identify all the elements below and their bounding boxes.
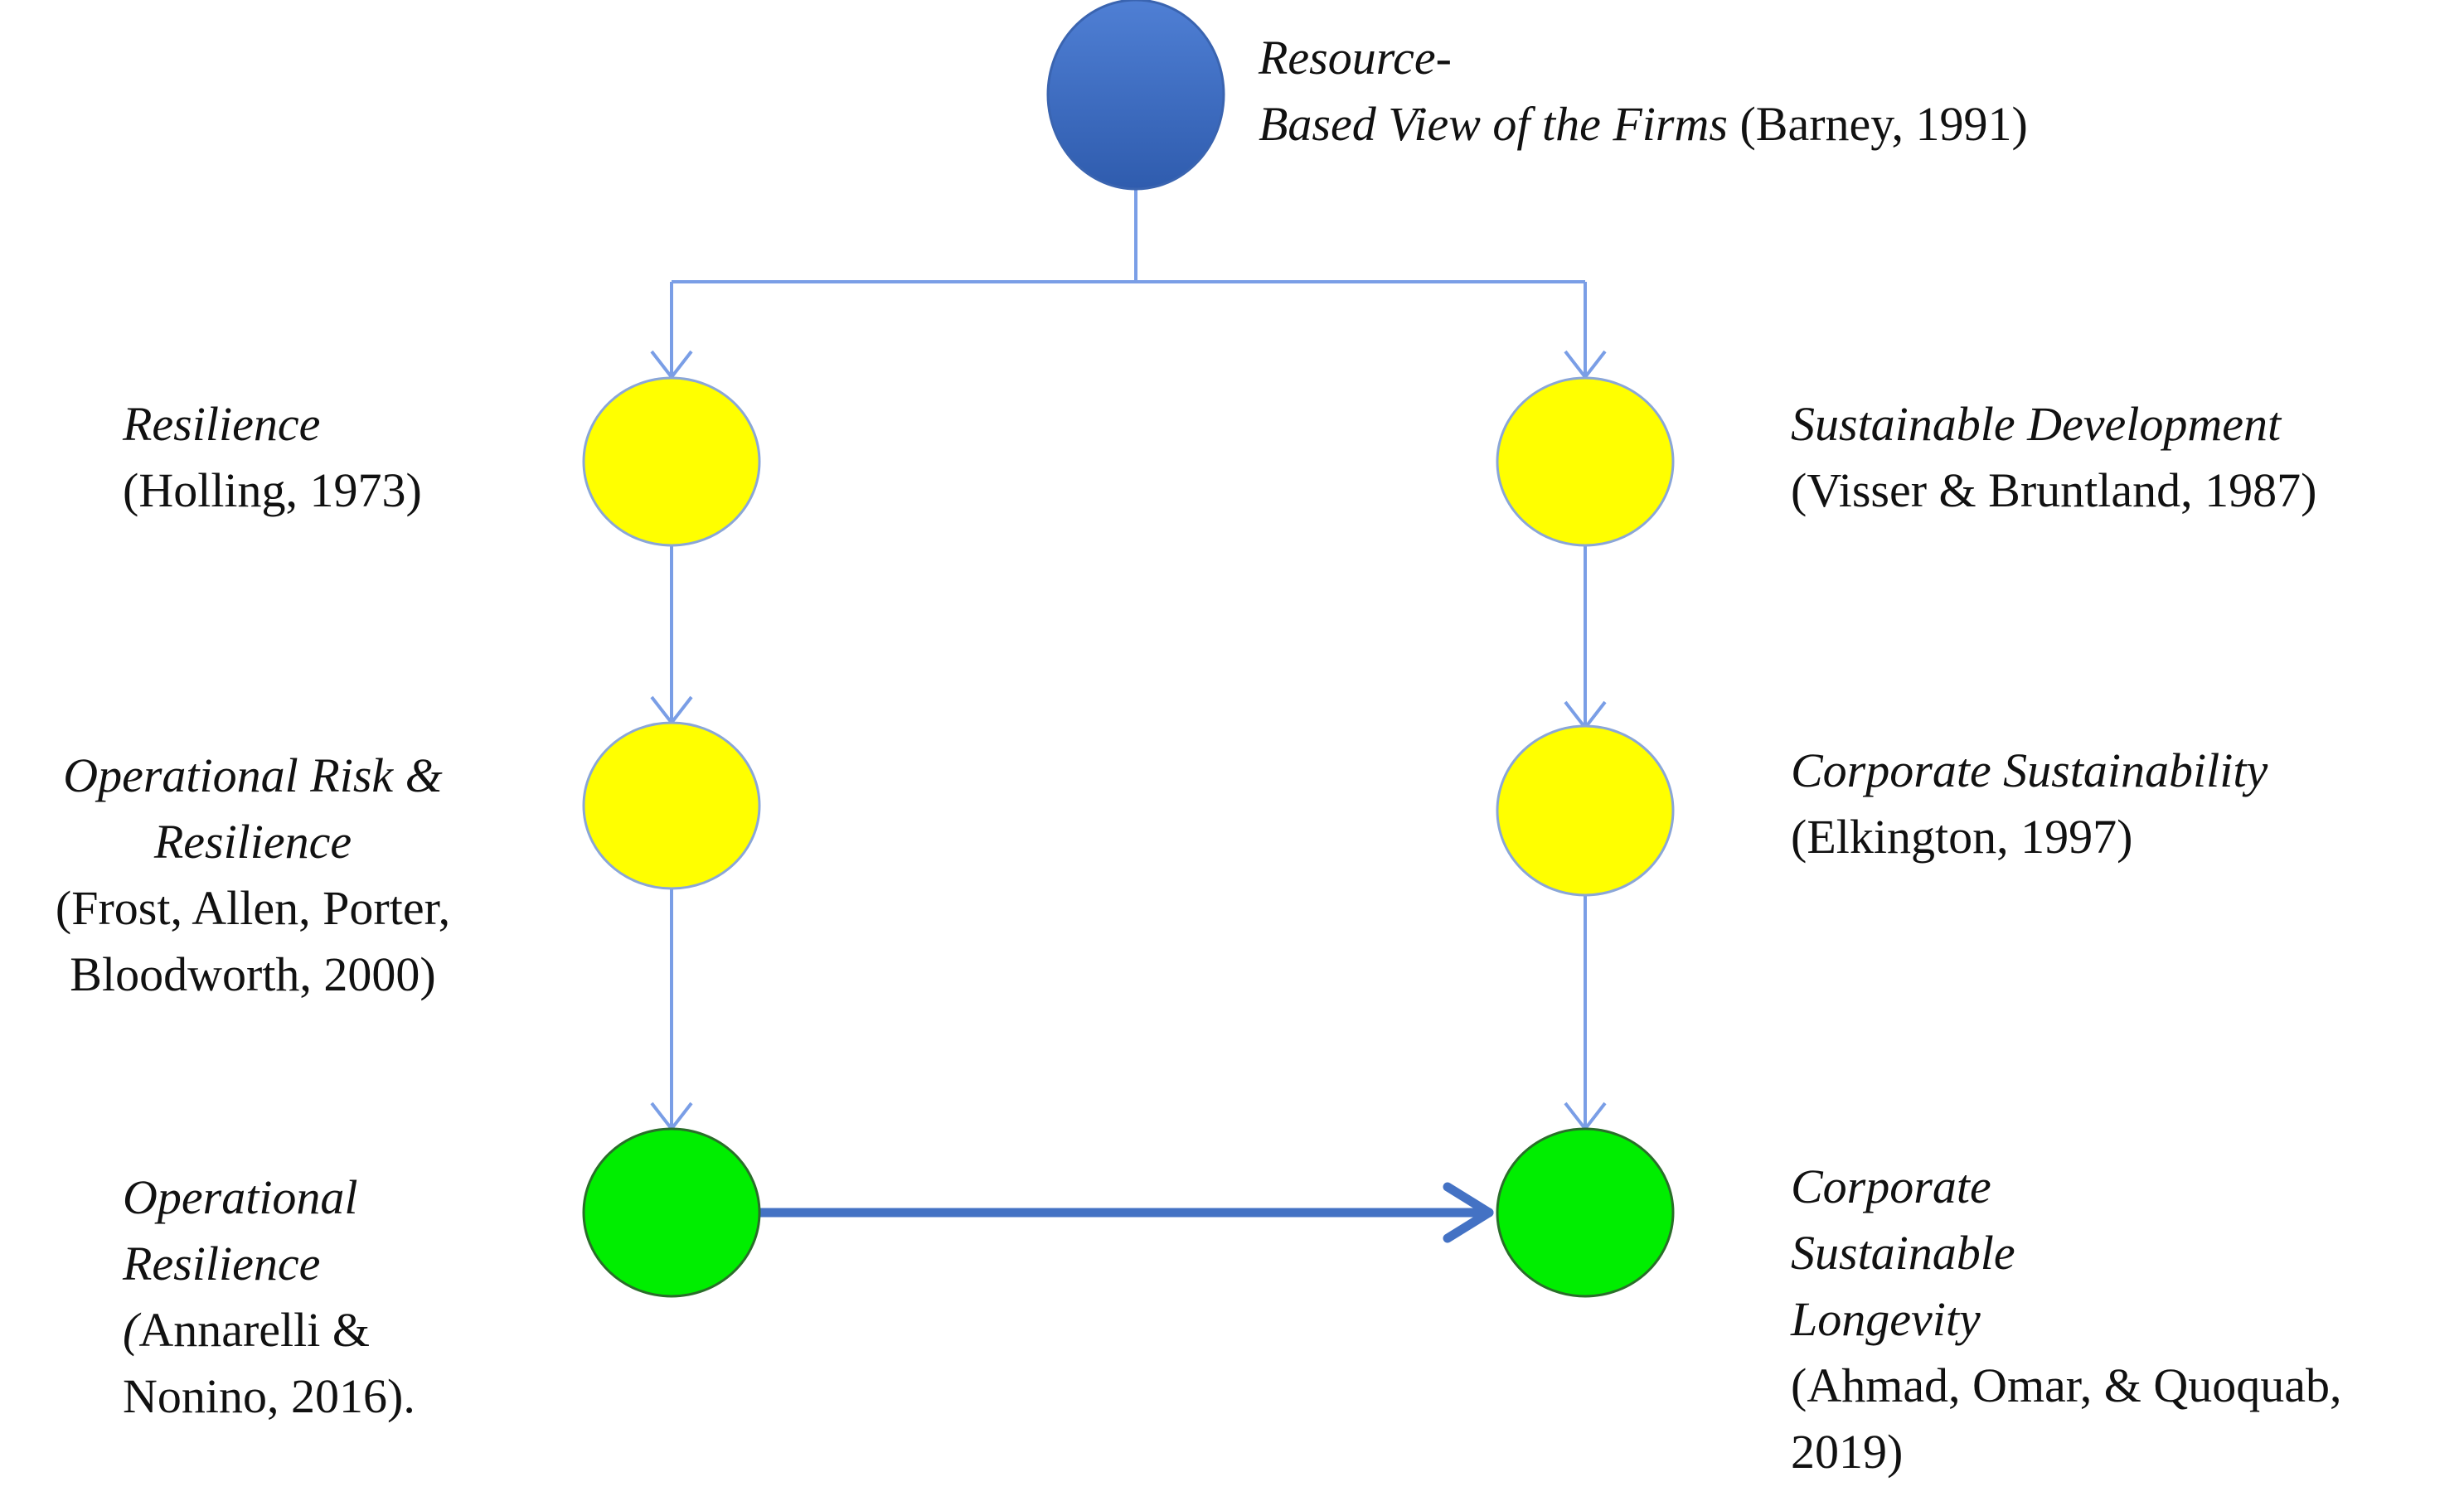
label-left3-title-line2: Resilience: [123, 1237, 321, 1290]
node-left2-operational-risk: [582, 721, 761, 890]
label-left2-citation-line2: Bloodworth, 2000): [70, 947, 436, 1001]
main-arrow-head: [1443, 1182, 1494, 1243]
label-right1-title: Sustainable Development: [1791, 397, 2282, 451]
label-top-title-line1: Resource-: [1259, 31, 1452, 85]
node-left1-resilience: [582, 376, 761, 547]
label-top: Resource- Based View of the Firms (Barne…: [1259, 25, 2028, 157]
label-right2: Corporate Sustainability (Elkington, 199…: [1791, 738, 2268, 870]
label-top-title-line2: Based View of the Firms: [1259, 97, 1728, 151]
label-left3: Operational Resilience (Annarelli & Noni…: [123, 1164, 415, 1430]
label-left2-citation-line1: (Frost, Allen, Porter,: [55, 881, 451, 935]
label-right1: Sustainable Development (Visser & Bruntl…: [1791, 391, 2316, 524]
label-right3-title-line1: Corporate: [1791, 1160, 1991, 1213]
label-left1-citation: (Holling, 1973): [123, 463, 422, 517]
label-left3-title-line1: Operational: [123, 1170, 358, 1224]
connector-lines: [650, 189, 1607, 1132]
main-arrow: [753, 1182, 1494, 1243]
label-right2-citation: (Elkington, 1997): [1791, 810, 2133, 864]
label-right2-title: Corporate Sustainability: [1791, 743, 2268, 797]
label-left2-title-line1: Operational Risk &: [63, 748, 443, 802]
label-right3-title-line3: Longevity: [1791, 1292, 1981, 1346]
node-right2-corporate-sustainability: [1496, 724, 1675, 897]
label-top-citation: (Barney, 1991): [1727, 97, 2028, 151]
node-right3-corporate-sustainable-longevity: [1496, 1127, 1675, 1298]
label-left3-citation-line2: Nonino, 2016).: [123, 1369, 415, 1423]
node-right1-sustainable-development: [1496, 376, 1675, 547]
label-right3-citation-line2: 2019): [1791, 1425, 1904, 1479]
label-left2-title-line2: Resilience: [153, 815, 352, 869]
label-right3: Corporate Sustainable Longevity (Ahmad, …: [1791, 1154, 2342, 1485]
label-right3-title-line2: Sustainable: [1791, 1226, 2015, 1280]
label-left2: Operational Risk & Resilience (Frost, Al…: [17, 743, 489, 1008]
label-right3-citation-line1: (Ahmad, Omar, & Quoquab,: [1791, 1358, 2342, 1412]
node-top-resource-based-view: [1046, 0, 1225, 191]
label-left1-title: Resilience: [123, 397, 321, 451]
node-left3-operational-resilience: [582, 1127, 761, 1298]
label-left1: Resilience (Holling, 1973): [123, 391, 422, 524]
label-left3-citation-paren: (: [123, 1303, 139, 1357]
label-left3-citation-line1: Annarelli &: [138, 1303, 370, 1357]
label-right1-citation: (Visser & Bruntland, 1987): [1791, 463, 2317, 517]
